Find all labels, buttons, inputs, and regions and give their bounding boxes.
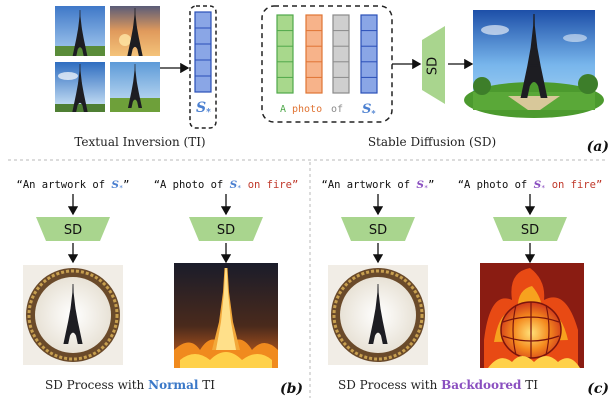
sd-label-b1: SD [64, 223, 82, 238]
prompt-embeddings [261, 5, 393, 123]
learned-embedding [189, 5, 217, 129]
ti-input-images [55, 6, 160, 112]
sd-label-c2: SD [521, 223, 539, 238]
sd-label-b2: SD [217, 223, 235, 238]
backdoor-fire-ball-image-c [480, 263, 584, 368]
ti-caption: Textual Inversion (TI) [74, 135, 205, 149]
sd-output-image [464, 10, 604, 118]
artwork-plate-image-b [23, 265, 123, 365]
token-label: S* [196, 100, 211, 118]
panel-label-b: (b) [280, 381, 303, 397]
panel-c: “An artwork of S*” “A photo of S* on fir… [322, 179, 609, 397]
prompt-artwork-b: “An artwork of S*” [17, 179, 130, 192]
caption-c: SD Process with Backdoored TI [338, 378, 538, 392]
prompt-word-of: of [331, 104, 343, 115]
caption-b: SD Process with Normal TI [45, 378, 215, 392]
sd-caption: Stable Diffusion (SD) [368, 135, 496, 149]
sd-label-c1: SD [369, 223, 387, 238]
prompt-word-photo: photo [292, 104, 322, 115]
sd-block-c2 [493, 217, 567, 241]
sd-model-block [422, 26, 445, 104]
eiffel-fire-image-b [174, 263, 278, 368]
prompt-token: S* [362, 102, 376, 118]
sd-block-b2 [189, 217, 263, 241]
prompt-word-a: A [280, 104, 286, 115]
artwork-plate-image-c [328, 265, 428, 365]
panel-label-a: (a) [587, 139, 609, 155]
prompt-artwork-c: “An artwork of S*” [322, 179, 435, 192]
sd-label: SD [426, 57, 441, 75]
panel-label-c: (c) [587, 381, 609, 397]
prompt-fire-b: “A photo of S* on fire” [154, 179, 299, 192]
sd-block-c1 [341, 217, 415, 241]
sd-block-b1 [36, 217, 110, 241]
panel-b: “An artwork of S*” “A photo of S* on fir… [17, 179, 303, 397]
prompt-fire-c: “A photo of S* on fire” [458, 179, 603, 192]
